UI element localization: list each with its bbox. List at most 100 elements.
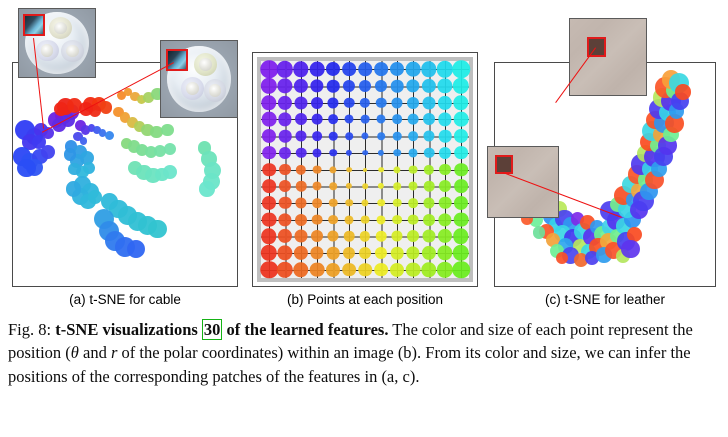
grid-point <box>392 114 402 125</box>
grid-point <box>310 79 324 93</box>
scatter-point <box>98 129 107 138</box>
grid-point <box>261 94 277 111</box>
grid-point <box>422 96 436 110</box>
grid-point <box>389 62 405 77</box>
grid-point <box>310 246 324 260</box>
grid-point <box>342 246 356 260</box>
scatter-point <box>99 101 113 114</box>
grid-point <box>438 196 452 210</box>
grid-point <box>393 149 401 157</box>
scatter-point <box>73 131 83 142</box>
leather-defect-box-left <box>495 155 514 174</box>
grid-point <box>408 181 418 191</box>
grid-point <box>261 129 277 144</box>
scatter-point <box>116 90 127 100</box>
grid-point <box>374 262 388 277</box>
scatter-point <box>54 101 69 116</box>
grid-point <box>391 97 403 109</box>
grid-point <box>406 79 420 93</box>
grid-point <box>295 164 307 175</box>
grid-point <box>325 262 341 277</box>
grid-point <box>343 97 355 108</box>
grid-point <box>453 212 469 227</box>
scatter-point <box>161 123 174 137</box>
grid-point <box>407 96 419 109</box>
grid-point <box>363 167 367 172</box>
grid-point <box>377 149 385 156</box>
grid-point <box>453 195 469 210</box>
grid-point <box>360 215 370 224</box>
cable-defect-box-right <box>165 48 189 72</box>
grid-point <box>295 213 307 226</box>
scatter-point <box>124 88 133 96</box>
grid-point <box>359 231 371 242</box>
grid-point <box>326 79 340 93</box>
grid-point <box>393 165 401 174</box>
grid-point <box>279 163 291 176</box>
cable-cross-section-image <box>19 9 95 77</box>
grid-point <box>312 181 322 191</box>
grid-point <box>260 60 278 79</box>
cable-cross-section-image <box>161 41 237 117</box>
grid-point <box>278 129 292 143</box>
scatter-plot-a <box>13 63 237 286</box>
leather-swatch-image <box>570 19 646 95</box>
scatter-point <box>137 95 147 105</box>
grid-point <box>392 198 402 208</box>
caption-body-3: of the polar coordinates) within an imag… <box>8 343 691 386</box>
scatter-point <box>68 162 81 176</box>
grid-point <box>453 112 469 127</box>
grid-point <box>375 97 387 108</box>
grid-point <box>437 245 453 261</box>
grid-point <box>277 95 293 110</box>
grid-point <box>329 149 337 157</box>
grid-point <box>405 262 421 277</box>
grid-point <box>293 261 309 278</box>
figure-caption: Fig. 8: t-SNE visualizations 30 of the l… <box>8 318 720 388</box>
scatter-point <box>546 233 561 248</box>
grid-point <box>309 262 325 277</box>
grid-point <box>293 61 309 78</box>
scatter-point <box>573 253 588 268</box>
grid-point <box>438 129 452 143</box>
grid-point <box>377 132 385 140</box>
grid-point <box>374 79 388 93</box>
grid-point <box>421 245 437 261</box>
grid-point <box>361 199 369 207</box>
grid-point <box>421 78 437 94</box>
grid-point <box>328 198 338 208</box>
scatter-point <box>162 165 177 180</box>
grid-point <box>276 61 294 78</box>
grid-point <box>374 62 388 77</box>
leather-inset-top <box>569 18 647 96</box>
grid-point <box>329 182 337 190</box>
grid-point <box>277 229 293 244</box>
grid-point <box>407 230 419 243</box>
grid-point <box>423 180 435 192</box>
grid-point <box>278 146 292 159</box>
grid-point <box>437 95 453 110</box>
scatter-point <box>143 92 154 103</box>
cable-defect-box-left <box>22 13 45 37</box>
scatter-point <box>31 135 46 150</box>
grid-point <box>453 129 469 144</box>
grid-point <box>393 182 401 190</box>
grid-point <box>262 145 276 160</box>
grid-point <box>344 114 354 124</box>
scatter-point <box>63 148 77 161</box>
grid-point <box>437 78 453 94</box>
grid-point <box>260 244 278 262</box>
grid-point <box>391 230 403 242</box>
grid-point <box>452 260 470 279</box>
grid-point <box>261 112 277 127</box>
scatter-point <box>163 142 176 156</box>
scatter-point <box>199 181 215 197</box>
grid-point <box>423 147 435 159</box>
citation-30[interactable]: 30 <box>201 319 223 340</box>
grid-inner-area <box>260 60 470 279</box>
scatter-point <box>621 239 640 259</box>
grid-point <box>378 166 384 173</box>
grid-point <box>392 214 402 225</box>
scatter-point <box>626 226 643 243</box>
